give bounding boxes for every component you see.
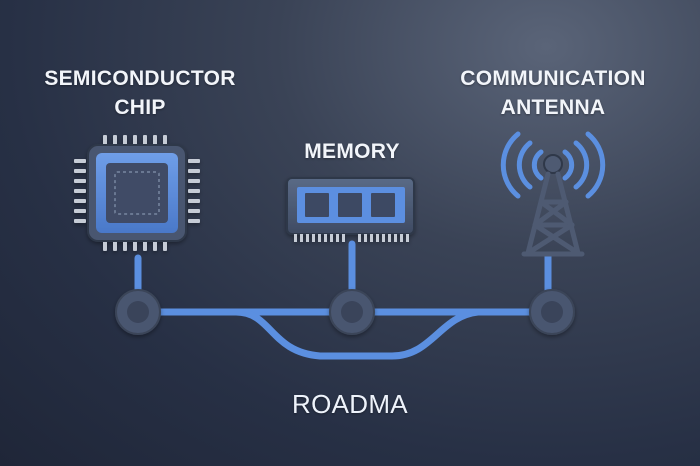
communication-antenna-label: COMMUNICATION ANTENNA xyxy=(443,64,663,122)
communication-antenna-label-line1: COMMUNICATION xyxy=(460,67,646,90)
semiconductor-chip-icon xyxy=(74,135,200,251)
signal-wave-right-outer xyxy=(585,131,606,199)
nodes xyxy=(115,289,575,335)
chip-node xyxy=(115,289,161,335)
road-label: ROADMA xyxy=(250,390,450,419)
signal-wave-right-inner xyxy=(562,149,575,181)
communication-antenna-icon xyxy=(500,131,606,257)
semiconductor-chip-label: SEMICONDUCTOR CHIP xyxy=(20,64,260,122)
communication-antenna-label-line2: ANTENNA xyxy=(500,96,606,119)
memory-node xyxy=(329,289,375,335)
signal-wave-left-middle xyxy=(516,140,533,190)
memory-label-text: MEMORY xyxy=(304,140,400,163)
connection-lines xyxy=(134,240,552,360)
signal-wave-left-outer xyxy=(500,131,521,199)
memory-label: MEMORY xyxy=(292,137,412,166)
antenna-node xyxy=(529,289,575,335)
antenna-tip xyxy=(543,154,563,174)
memory-module-icon xyxy=(286,177,415,242)
signal-wave-right-middle xyxy=(573,140,590,190)
signal-wave-left-inner xyxy=(531,149,544,181)
road-label-text: ROADMA xyxy=(292,389,408,419)
lower-route xyxy=(146,308,552,360)
antenna-tower xyxy=(521,171,585,257)
semiconductor-chip-label-line2: CHIP xyxy=(114,96,166,119)
semiconductor-chip-label-line1: SEMICONDUCTOR xyxy=(44,67,236,90)
